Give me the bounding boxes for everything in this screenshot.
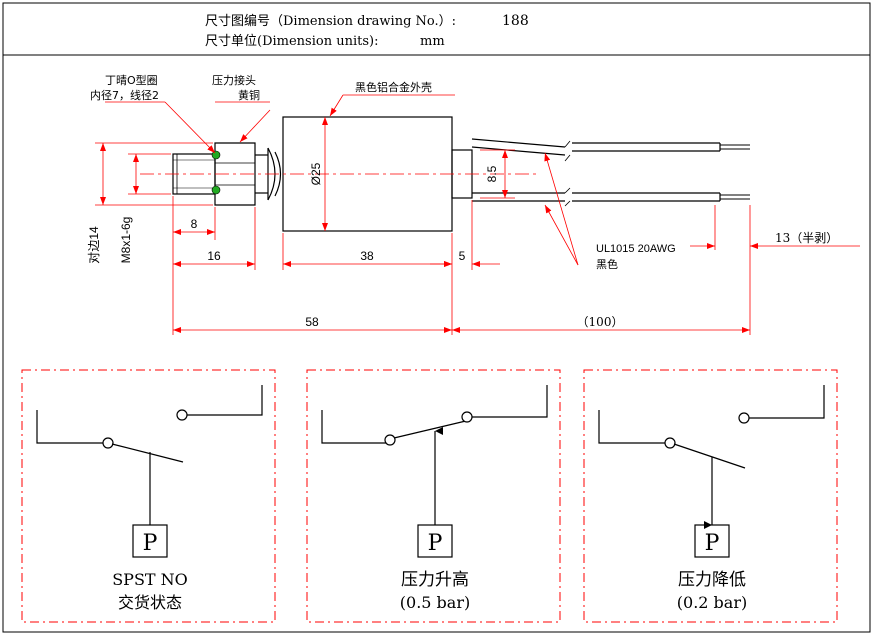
pressure-symbol: P: [143, 531, 158, 556]
oring-bottom: [211, 185, 221, 195]
drawing-number-value: 188: [502, 13, 529, 29]
dim-hex-size: 对边14: [87, 226, 101, 264]
oring-label-1: 丁晴O型圈: [105, 73, 158, 87]
state-subtitle: (0.2 bar): [677, 593, 747, 612]
cable-color-label: 黑色: [596, 257, 618, 271]
state-subtitle: (0.5 bar): [400, 593, 470, 612]
cable-spec-label: UL1015 20AWG: [596, 243, 676, 255]
fitting-label-2: 黄铜: [238, 88, 260, 102]
callout-labels: 丁晴O型圈 内径7，线径2 压力接头 黄铜 黑色铝合金外壳 UL1015 20A…: [90, 73, 676, 271]
units-value: mm: [420, 34, 445, 49]
drawing-number-label: 尺寸图编号（Dimension drawing No.）:: [205, 14, 456, 29]
units-label: 尺寸单位(Dimension units):: [205, 34, 378, 49]
dim-thread-length: 8: [191, 217, 198, 231]
hex-fitting: [214, 142, 256, 206]
fitting-label-1: 压力接头: [212, 74, 256, 87]
dim-body-length: 38: [360, 249, 374, 263]
switch-panel-rising: P 压力升高 (0.5 bar): [306, 369, 561, 623]
state-title: 压力升高: [401, 570, 469, 590]
dimension-lines: [95, 94, 860, 335]
dim-tail-length: 5: [459, 249, 466, 263]
oring-top: [211, 150, 221, 160]
sensor-outline: [172, 116, 750, 232]
switch-panel-no: P SPST NO 交货状态: [21, 369, 276, 623]
switch-panel-falling: P 压力降低 (0.2 bar): [583, 369, 838, 623]
dim-total-length: 58: [305, 315, 319, 329]
pressure-symbol: P: [428, 531, 443, 556]
cable-lower: [472, 187, 750, 207]
state-title: 压力降低: [678, 570, 746, 590]
cable-upper: [471, 138, 750, 162]
dim-strip-length: 13（半剥）: [775, 231, 838, 245]
oring-label-2: 内径7，线径2: [90, 88, 159, 102]
dim-fitting-length: 16: [207, 249, 221, 263]
housing-label: 黑色铝合金外壳: [355, 80, 432, 94]
title-block: 尺寸图编号（Dimension drawing No.）: 188 尺寸单位(D…: [205, 13, 529, 49]
state-subtitle: 交货状态: [118, 593, 182, 612]
dimension-labels: 8 16 38 5 58 （100） 13（半剥） Ø25 8.5 对边14 M…: [87, 162, 838, 329]
oring-marks: [211, 150, 221, 195]
dim-cable-length: （100）: [577, 315, 624, 329]
state-title: SPST NO: [112, 570, 188, 589]
pressure-symbol: P: [705, 531, 720, 556]
dim-thread-spec: M8x1-6g: [119, 217, 133, 264]
dim-body-diameter: Ø25: [309, 162, 323, 185]
dim-cable-spacing: 8.5: [485, 165, 499, 182]
